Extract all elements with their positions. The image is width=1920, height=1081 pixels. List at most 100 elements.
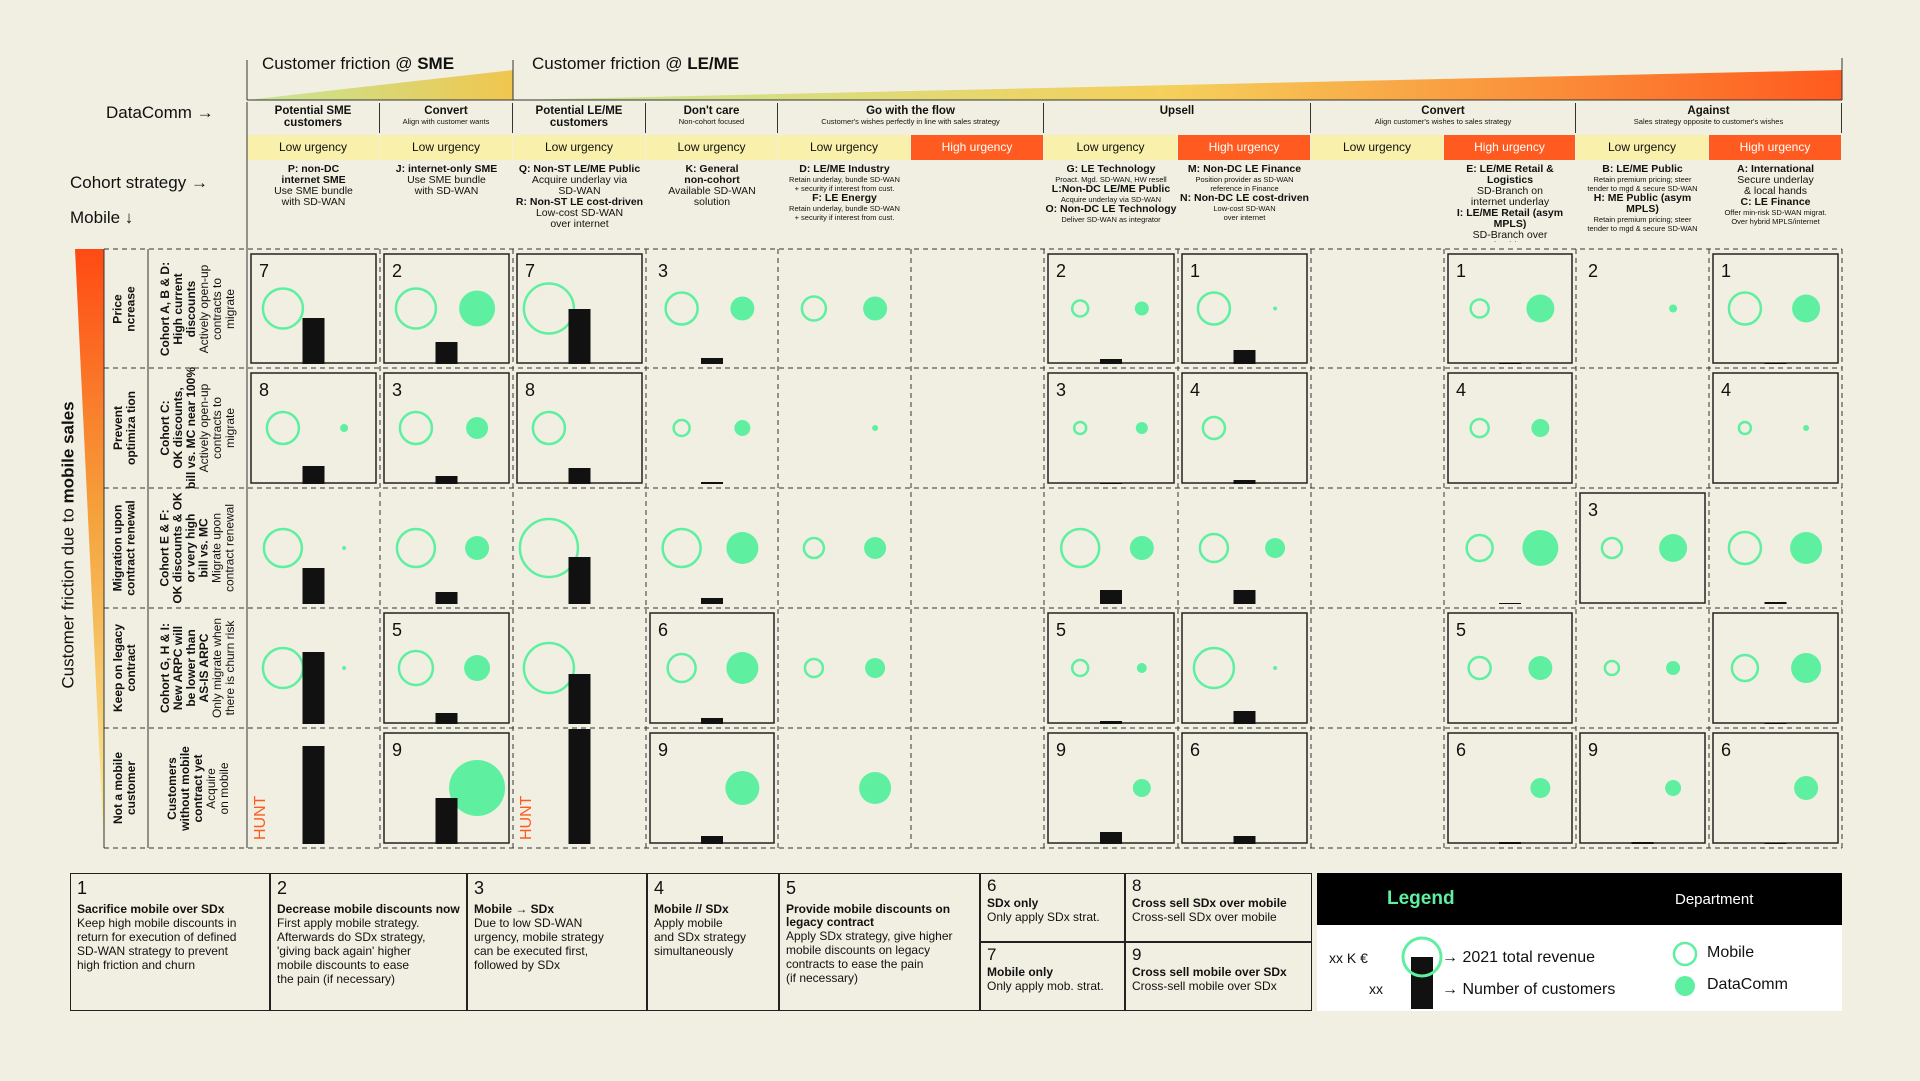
urgency-low-4: Low urgency: [646, 135, 778, 160]
legend-customers-label: → Number of customers: [1442, 981, 1616, 998]
cohort-description: Over hybrid MPLS/internet: [1731, 217, 1820, 226]
revenue-bar: [1499, 603, 1521, 604]
cohort-title: K: General: [685, 164, 739, 175]
strategy-number: 5: [786, 878, 797, 898]
datacomm-group-subtitle: Customer's wishes perfectly in line with…: [821, 117, 1000, 126]
mobile-circle-icon: [1672, 941, 1698, 967]
urgency-high-12: High urgency: [1709, 135, 1842, 160]
cohort-description: reference in Finance: [1210, 184, 1279, 193]
mobile-friction-triangle: [75, 249, 104, 848]
cohort-description: Use SME bundle: [274, 185, 353, 197]
strategy-description: and SDx strategy: [654, 930, 747, 944]
strategy-number: 3: [474, 878, 485, 898]
strategy-description: Due to low SD-WAN: [474, 916, 583, 930]
strategy-title: Mobile only: [987, 965, 1053, 979]
strategy-title: Mobile → SDx: [474, 902, 555, 916]
cell-number: 7: [525, 261, 535, 281]
strategy-description: Apply mobile: [654, 916, 723, 930]
cell-number: 6: [658, 620, 668, 640]
mobile-circle: [1070, 299, 1090, 318]
revenue-bar: [1100, 832, 1122, 844]
mobile-circle: [1465, 533, 1494, 563]
strategy-number: 8: [1132, 876, 1142, 895]
legend-datacomm-label: DataComm: [1707, 976, 1788, 993]
urgency-low-7: Low urgency: [1044, 135, 1178, 160]
cohort-description: over internet: [1223, 213, 1266, 222]
mobile-circle: [262, 527, 304, 569]
datacomm-circle: [1273, 666, 1278, 670]
sme-friction-triangle: [247, 70, 513, 100]
cohort-description: tender to mgd & secure SD-WAN: [1587, 184, 1698, 193]
datacomm-circle: [1666, 661, 1681, 675]
legend-revenue-prefix: xx K €: [1329, 950, 1368, 966]
mobile-circle: [1600, 536, 1624, 560]
datacomm-circle: [342, 666, 347, 670]
revenue-bar: [568, 729, 591, 844]
cell-box: [1047, 732, 1175, 844]
datacomm-group-title: Convert: [424, 105, 468, 117]
revenue-bar: [1233, 350, 1256, 364]
cell-number: 3: [658, 261, 668, 281]
cohort-description: SD-Branch on: [1477, 185, 1543, 197]
mobile-circle: [518, 517, 580, 579]
datacomm-circle: [1265, 538, 1286, 558]
cohort-title: G: LE Technology: [1066, 164, 1156, 175]
mobile-circle: [261, 287, 305, 330]
legend-symbol: [1401, 936, 1443, 1009]
urgency-high-6: High urgency: [911, 135, 1044, 160]
cell-box: [1181, 612, 1308, 724]
urgency-low-3: Low urgency: [513, 135, 646, 160]
cell-number: 6: [1721, 740, 1731, 760]
mobile-circle: [1059, 527, 1101, 569]
legend-department-icons: [1672, 941, 1698, 996]
datacomm-group-title: Potential LE/ME customers: [535, 105, 623, 129]
cohort-title: R: Non-ST LE cost-driven: [515, 196, 644, 208]
mobile-circle: [522, 282, 576, 335]
revenue-bar: [1764, 602, 1787, 604]
revenue-bar: [568, 557, 591, 604]
urgency-low-2: Low urgency: [380, 135, 513, 160]
cohort-description: Proact. Mgd. SD-WAN, HW resell: [1055, 175, 1167, 184]
cohort-description: Retain premium pricing; steer: [1593, 175, 1692, 184]
strategy-description: Afterwards do SDx strategy,: [277, 930, 426, 944]
datacomm-circle: [1135, 422, 1148, 434]
cell-number: 1: [1721, 261, 1731, 281]
cohort-title: F: LE Energy: [812, 192, 877, 204]
datacomm-circle: [1531, 419, 1550, 437]
legend-title: Legend: [1387, 888, 1455, 909]
cell-box: [1579, 732, 1706, 844]
revenue-bar: [701, 482, 723, 484]
mobile-circle: [661, 527, 702, 569]
datacomm-group-3: Potential LE/ME customers: [513, 103, 646, 133]
revenue-bar: [302, 318, 325, 364]
legend-bar-icon: [1411, 957, 1433, 1009]
datacomm-circle: [1134, 301, 1149, 316]
mobile-circle: [672, 418, 691, 438]
revenue-bar: [1631, 842, 1654, 844]
revenue-bar: [1764, 363, 1787, 364]
mobile-circle: [1469, 417, 1490, 439]
mobile-circle: [531, 410, 567, 446]
datacomm-group-1: Potential SME customers: [247, 103, 380, 133]
cell-number: 9: [392, 740, 402, 760]
mobile-circle: [1198, 532, 1230, 564]
datacomm-circle: [1665, 780, 1682, 796]
datacomm-group-title: Against: [1687, 105, 1730, 117]
cohort-title: E: LE/ME Retail & Logistics: [1466, 164, 1554, 186]
cohort-title: L:Non-DC LE/ME Public: [1051, 183, 1171, 195]
cell-number: 1: [1190, 261, 1200, 281]
datacomm-circle: [1790, 532, 1823, 564]
cell-box: [516, 372, 643, 484]
revenue-bar: [1764, 843, 1787, 844]
cohort-description: Retain underlay, bundle SD-WAN: [789, 175, 900, 184]
cohort-title: I: LE/ME Retail (asym MPLS): [1456, 207, 1564, 230]
datacomm-circle: [1659, 534, 1688, 562]
strategy-description: (if necessary): [786, 971, 859, 985]
